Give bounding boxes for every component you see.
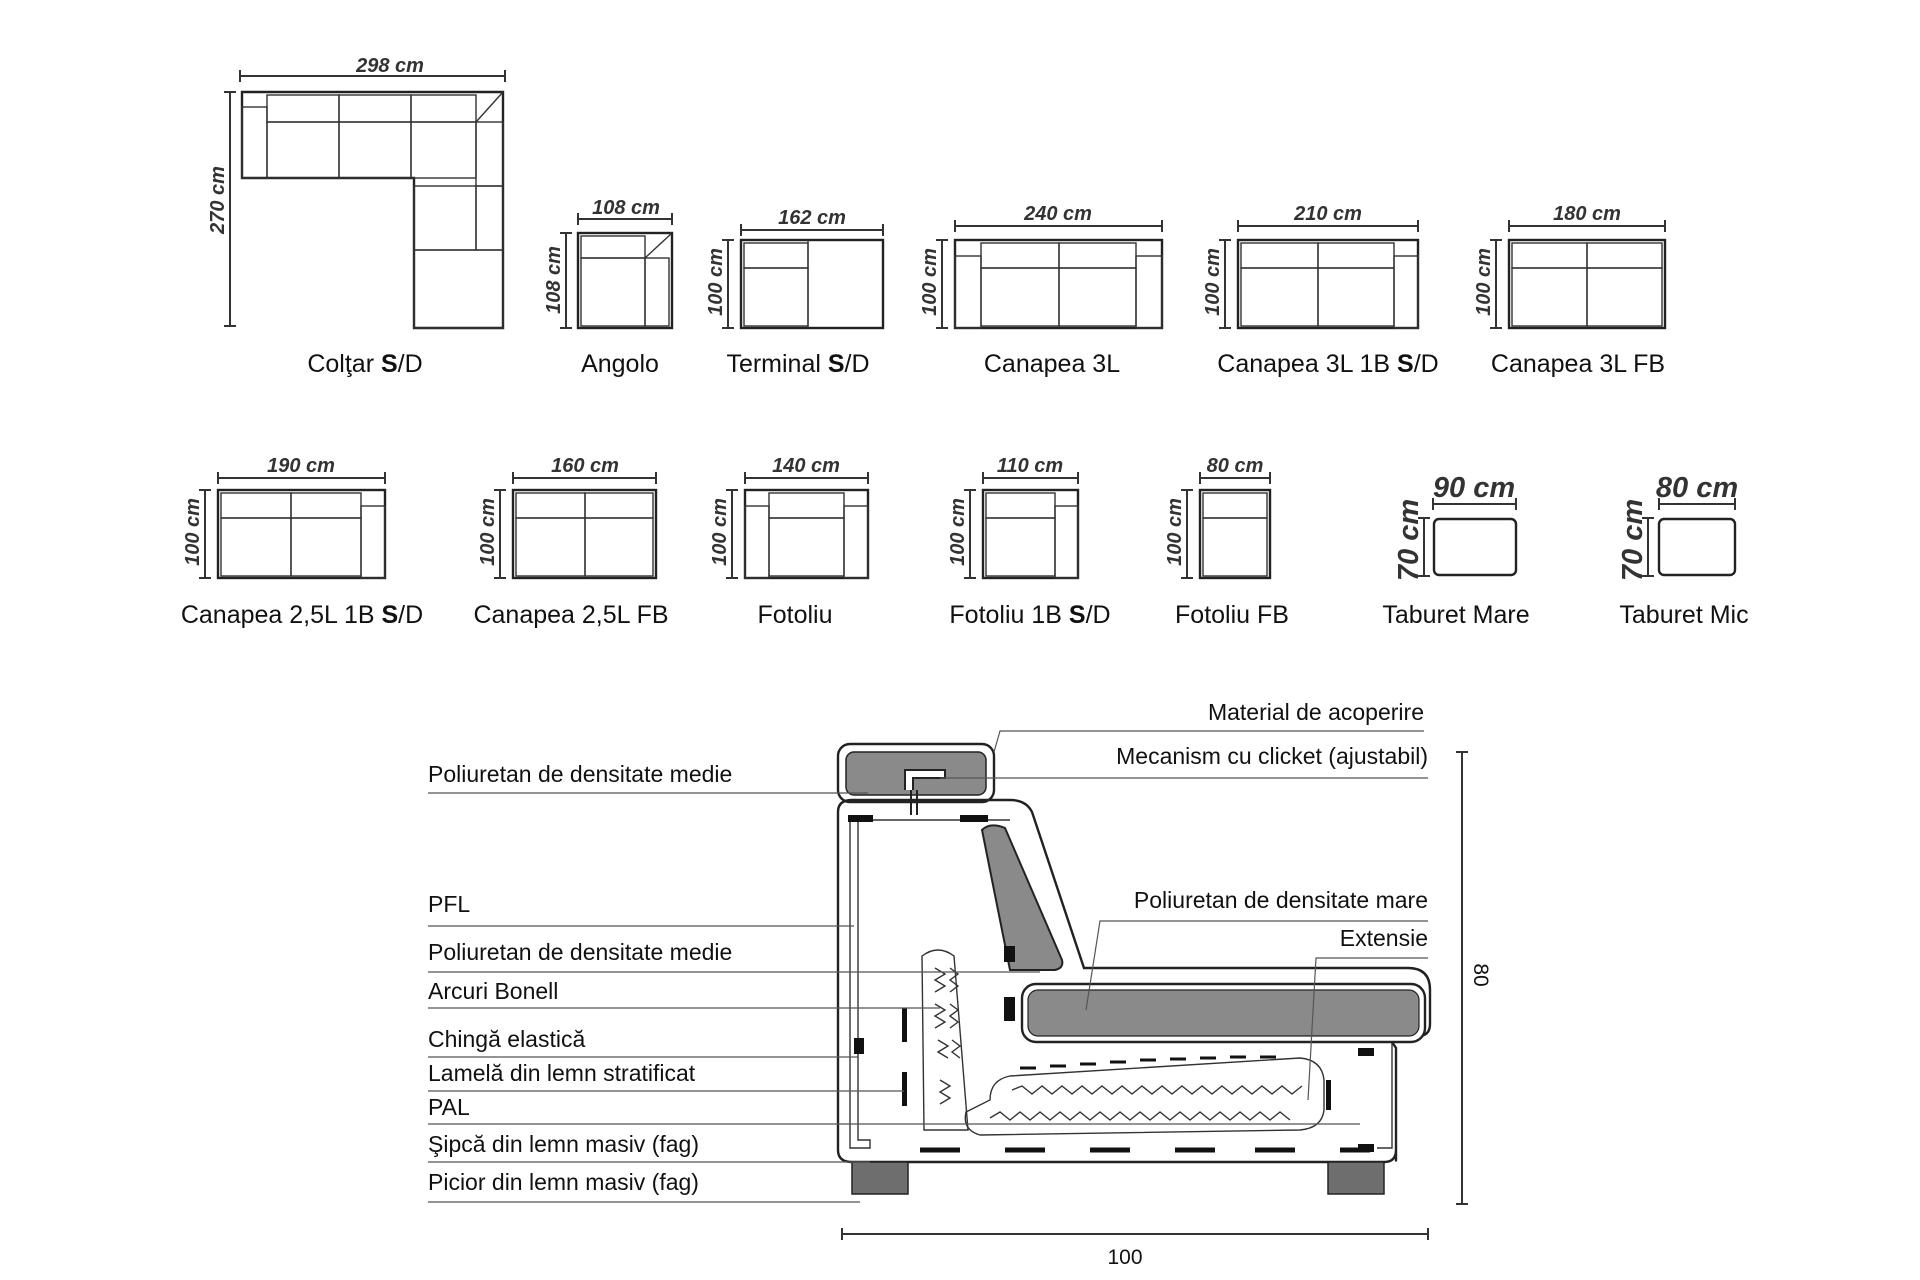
module-angolo: 108 cm 108 cm Angolo bbox=[543, 197, 674, 378]
module-canapea-3l-fb: 180 cm 100 cm Canapea 3L FB bbox=[1473, 203, 1667, 378]
module-label: Canapea 2,5L FB bbox=[473, 601, 668, 629]
dim-height: 270 cm bbox=[207, 166, 229, 235]
dim-width: 160 cm bbox=[551, 455, 619, 477]
module-fotoliu: 140 cm 100 cm Fotoliu bbox=[709, 455, 870, 629]
label-extensie: Extensie bbox=[1340, 925, 1428, 951]
module-label: Canapea 2,5L 1B S/D bbox=[181, 601, 423, 629]
dim-height: 100 cm bbox=[1473, 248, 1495, 316]
label-poliuretan-medie-1: Poliuretan de densitate medie bbox=[428, 761, 732, 787]
module-canapea-3l-1b: 210 cm 100 cm Canapea 3L 1B S/D bbox=[1202, 203, 1439, 378]
dim-width: 298 cm bbox=[355, 55, 424, 77]
dim-height: 100 cm bbox=[182, 498, 204, 566]
dim-height: 100 cm bbox=[947, 498, 969, 566]
dim-height: 100 cm bbox=[919, 248, 941, 316]
module-label: Angolo bbox=[581, 350, 659, 378]
module-label: Fotoliu FB bbox=[1175, 601, 1289, 629]
module-canapea-25l-fb: 160 cm 100 cm Canapea 2,5L FB bbox=[473, 455, 668, 629]
label-poliuretan-mare: Poliuretan de densitate mare bbox=[1134, 887, 1428, 913]
dim-width: 100 bbox=[1107, 1246, 1142, 1269]
dim-height: 70 cm bbox=[1393, 499, 1425, 581]
module-taburet-mare: 90 cm 70 cm Taburet Mare bbox=[1382, 472, 1529, 629]
cross-section: 100 80 Poliuretan de densitate medie PFL… bbox=[428, 699, 1492, 1269]
dim-height: 108 cm bbox=[543, 246, 565, 314]
module-label: Fotoliu bbox=[757, 601, 832, 629]
dim-height: 100 cm bbox=[477, 498, 499, 566]
dim-width: 90 cm bbox=[1433, 472, 1515, 504]
module-canapea-25l-1b: 190 cm 100 cm Canapea 2,5L 1B S/D bbox=[181, 455, 423, 629]
module-label: Canapea 3L bbox=[984, 350, 1120, 378]
dim-height: 100 cm bbox=[705, 248, 727, 316]
module-label: Taburet Mare bbox=[1382, 601, 1529, 629]
label-picior: Picior din lemn masiv (fag) bbox=[428, 1169, 699, 1195]
label-pfl: PFL bbox=[428, 891, 470, 917]
dim-width: 240 cm bbox=[1023, 203, 1092, 225]
dim-width: 80 cm bbox=[1207, 455, 1264, 477]
module-fotoliu-1b: 110 cm 100 cm Fotoliu 1B S/D bbox=[947, 455, 1111, 629]
label-pal: PAL bbox=[428, 1094, 470, 1120]
dim-width: 110 cm bbox=[997, 455, 1063, 477]
dim-height: 100 cm bbox=[709, 498, 731, 566]
module-label: Terminal S/D bbox=[726, 350, 869, 378]
dim-width: 108 cm bbox=[592, 197, 660, 219]
module-fotoliu-fb: 80 cm 100 cm Fotoliu FB bbox=[1164, 455, 1289, 629]
module-label: Colţar S/D bbox=[307, 350, 422, 378]
module-terminal: 162 cm 100 cm Terminal S/D bbox=[705, 207, 885, 378]
label-chinga-elastica: Chingă elastică bbox=[428, 1026, 585, 1052]
module-label: Fotoliu 1B S/D bbox=[949, 601, 1110, 629]
dim-height: 100 cm bbox=[1164, 498, 1186, 566]
module-label: Canapea 3L 1B S/D bbox=[1217, 350, 1438, 378]
dim-width: 80 cm bbox=[1656, 472, 1738, 504]
dim-height: 80 bbox=[1469, 963, 1492, 986]
dim-width: 210 cm bbox=[1293, 203, 1362, 225]
dim-width: 190 cm bbox=[267, 455, 335, 477]
dim-width: 140 cm bbox=[772, 455, 840, 477]
dim-width: 162 cm bbox=[778, 207, 846, 229]
label-sipca: Şipcă din lemn masiv (fag) bbox=[428, 1131, 699, 1157]
label-material-acoperire: Material de acoperire bbox=[1208, 699, 1424, 725]
dim-width: 180 cm bbox=[1553, 203, 1621, 225]
label-mecanism-clicket: Mecanism cu clicket (ajustabil) bbox=[1116, 743, 1428, 769]
label-lamela: Lamelă din lemn stratificat bbox=[428, 1060, 696, 1086]
module-label: Taburet Mic bbox=[1619, 601, 1748, 629]
module-canapea-3l: 240 cm 100 cm Canapea 3L bbox=[919, 203, 1164, 378]
module-coltar: 298 cm 270 cm Colţar S/D bbox=[207, 55, 506, 378]
label-arcuri-bonell: Arcuri Bonell bbox=[428, 978, 558, 1004]
dim-height: 100 cm bbox=[1202, 248, 1224, 316]
label-poliuretan-medie-2: Poliuretan de densitate medie bbox=[428, 939, 732, 965]
module-taburet-mic: 80 cm 70 cm Taburet Mic bbox=[1617, 472, 1749, 629]
dim-height: 70 cm bbox=[1617, 499, 1649, 581]
module-label: Canapea 3L FB bbox=[1491, 350, 1665, 378]
